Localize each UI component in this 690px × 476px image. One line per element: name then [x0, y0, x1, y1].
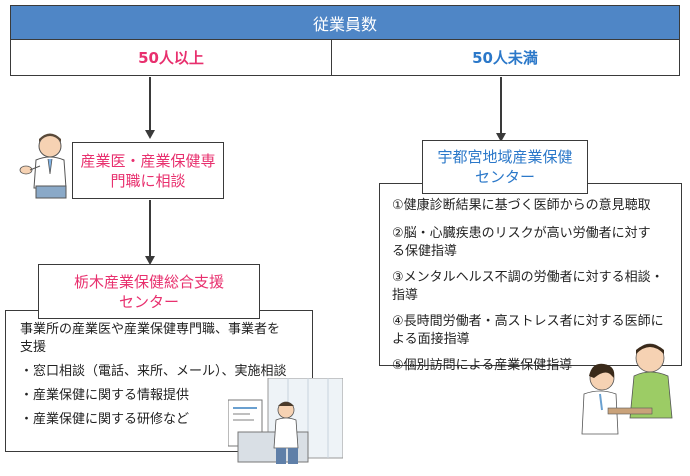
doctor-icon: [18, 130, 78, 202]
support-item: ・産業保健に関する情報提供: [20, 388, 190, 403]
employee-count-header: 従業員数: [10, 5, 680, 40]
arrow-left-2: [149, 200, 151, 258]
header-title: 従業員数: [312, 14, 377, 34]
arrow-right-1: [500, 77, 502, 134]
service-item-2: ②脳・心臓疾患のリスクが高い労働者に対す る保健指導: [392, 226, 651, 259]
support-item: ・窓口相談（電話、来所、メール）、実施相談: [20, 364, 287, 379]
consult-box-line2: 門職に相談: [110, 171, 186, 190]
tochigi-center-box: 栃木産業保健総合支援 センター: [38, 264, 260, 319]
service-item-5: ⑤個別訪問による産業保健指導: [392, 358, 573, 373]
service-item-1: ①健康診断結果に基づく医師からの意見聴取: [392, 198, 651, 213]
tochigi-center-line2: センター: [118, 292, 179, 311]
support-item: ・産業保健に関する研修など: [20, 412, 190, 427]
category-50-plus: 50人以上: [11, 40, 332, 75]
arrow-left-1: [149, 77, 151, 131]
support-text-line1: 事業所の産業医や産業保健専門職、事業者を: [20, 322, 281, 337]
consultation-illustration: [578, 338, 688, 438]
consult-box: 産業医・産業保健専 門職に相談: [72, 142, 224, 199]
utsunomiya-center-line1: 宇都宮地域産業保健: [437, 148, 573, 166]
support-text-line2: 支援: [20, 340, 47, 355]
utsunomiya-center-box: 宇都宮地域産業保健 センター: [422, 140, 588, 194]
office-doctor-illustration: [227, 377, 344, 472]
size-category-row: 50人以上 50人未満: [10, 40, 680, 76]
consult-box-line1: 産業医・産業保健専: [80, 151, 216, 170]
arrow-right-1-head: [496, 133, 506, 142]
arrow-left-1-head: [145, 130, 155, 139]
category-under-50: 50人未満: [472, 49, 538, 67]
tochigi-center-line1: 栃木産業保健総合支援: [73, 272, 224, 291]
utsunomiya-center-line2: センター: [474, 168, 535, 186]
arrow-left-2-head: [145, 256, 155, 265]
services-panel: ①健康診断結果に基づく医師からの意見聴取 ②脳・心臓疾患のリスクが高い労働者に対…: [379, 183, 682, 373]
service-item-3: ③メンタルヘルス不調の労働者に対する相談・ 指導: [392, 270, 664, 303]
service-item-4: ④長時間労働者・高ストレス者に対する医師に よる面接指導: [392, 314, 664, 347]
